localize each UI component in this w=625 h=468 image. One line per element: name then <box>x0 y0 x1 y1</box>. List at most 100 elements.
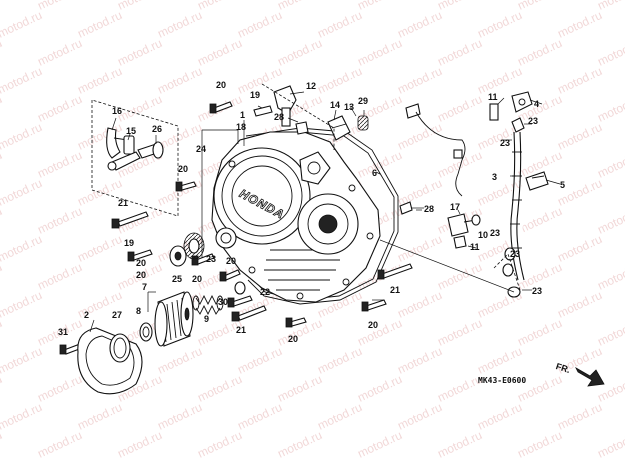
watermark-tile: motod.ru <box>0 232 44 265</box>
watermark-tile: motod.ru <box>475 400 524 433</box>
bolts-left <box>59 101 307 355</box>
callout-21-left: 21 <box>118 198 128 208</box>
oil-filter-group <box>77 291 224 395</box>
callout-5: 5 <box>560 180 565 190</box>
watermark-tile: motod.ru <box>555 8 604 41</box>
watermark-tile: motod.ru <box>35 204 84 237</box>
watermark-tile: motod.ru <box>435 36 484 69</box>
watermark-tile: motod.ru <box>0 0 4 13</box>
watermark-tile: motod.ru <box>0 120 44 153</box>
watermark-tile: motod.ru <box>75 8 124 41</box>
watermark-tile: motod.ru <box>395 8 444 41</box>
watermark-tile: motod.ru <box>555 288 604 321</box>
watermark-tile: motod.ru <box>515 428 564 461</box>
callout-20-left: 20 <box>178 164 188 174</box>
watermark-tile: motod.ru <box>595 316 625 349</box>
callout-1: 1 <box>240 110 245 120</box>
breather-tube-group <box>489 91 561 298</box>
watermark-tile: motod.ru <box>515 36 564 69</box>
watermark-tile: motod.ru <box>355 428 404 461</box>
watermark-tile: motod.ru <box>275 372 324 405</box>
watermark-tile: motod.ru <box>195 36 244 69</box>
callout-28-top: 28 <box>274 112 284 122</box>
watermark-tile: motod.ru <box>395 232 444 265</box>
watermark-tile: motod.ru <box>155 8 204 41</box>
watermark-tile: motod.ru <box>0 8 44 41</box>
callout-20-left-3: 20 <box>136 270 146 280</box>
watermark-tile: motod.ru <box>395 400 444 433</box>
watermark-tile: motod.ru <box>195 428 244 461</box>
callout-4: 4 <box>534 99 539 109</box>
callout-11-top: 11 <box>488 92 498 102</box>
watermark-tile: motod.ru <box>75 400 124 433</box>
watermark-tile: motod.ru <box>475 8 524 41</box>
watermark-tile: motod.ru <box>515 0 564 13</box>
watermark-tile: motod.ru <box>555 232 604 265</box>
watermark-tile: motod.ru <box>0 288 44 321</box>
clutch-lifter-group <box>91 99 179 217</box>
callout-23-center: 23 <box>206 254 216 264</box>
callout-13: 13 <box>344 102 354 112</box>
leader-gasket-to-tube <box>379 239 515 293</box>
watermark-tile: motod.ru <box>315 64 364 97</box>
callout-26: 26 <box>152 124 162 134</box>
watermark-tile: motod.ru <box>275 0 324 13</box>
callout-6: 6 <box>372 168 377 178</box>
watermark-tile: motod.ru <box>0 176 44 209</box>
callout-25: 25 <box>172 274 182 284</box>
watermark-tile: motod.ru <box>475 176 524 209</box>
watermark-tile: motod.ru <box>235 400 284 433</box>
callout-20-right: 20 <box>368 320 378 330</box>
diagram-code: MK43-E0600 <box>478 376 526 385</box>
watermark-tile: motod.ru <box>435 316 484 349</box>
watermark-tile: motod.ru <box>115 428 164 461</box>
watermark-tile: motod.ru <box>355 0 404 13</box>
watermark-tile: motod.ru <box>155 344 204 377</box>
watermark-tile: motod.ru <box>35 428 84 461</box>
watermark-tile: motod.ru <box>475 64 524 97</box>
front-direction-arrow <box>575 366 605 387</box>
callout-20-left-2: 20 <box>136 258 146 268</box>
callout-23-mid: 23 <box>490 228 500 238</box>
watermark-tile: motod.ru <box>35 260 84 293</box>
watermark-tile: motod.ru <box>355 36 404 69</box>
watermark-tile: motod.ru <box>275 428 324 461</box>
watermark-tile: motod.ru <box>315 400 364 433</box>
watermark-tile: motod.ru <box>395 176 444 209</box>
watermark-tile: motod.ru <box>275 36 324 69</box>
watermark-tile: motod.ru <box>75 232 124 265</box>
watermark-tile: motod.ru <box>155 64 204 97</box>
watermark-tile: motod.ru <box>475 344 524 377</box>
callout-21-right: 21 <box>390 285 400 295</box>
right-crankcase-cover <box>211 127 399 305</box>
watermark-tile: motod.ru <box>195 0 244 13</box>
callout-31: 31 <box>58 327 68 337</box>
callout-21-lower: 21 <box>236 325 246 335</box>
callout-19-top: 19 <box>250 90 260 100</box>
callout-16: 16 <box>112 106 122 116</box>
watermark-tile: motod.ru <box>555 400 604 433</box>
cable-holder-group <box>253 83 369 150</box>
callout-23-bottom: 23 <box>532 286 542 296</box>
callout-17: 17 <box>450 202 460 212</box>
watermark-tile: motod.ru <box>0 400 44 433</box>
watermark-tile: motod.ru <box>155 400 204 433</box>
watermark-tile: motod.ru <box>435 372 484 405</box>
watermark-tile: motod.ru <box>555 64 604 97</box>
watermark-tile: motod.ru <box>395 288 444 321</box>
callouts: 16 15 26 20 19 12 1 18 28 14 13 29 24 20… <box>58 80 565 344</box>
callout-14: 14 <box>330 100 340 110</box>
watermark-tile: motod.ru <box>75 176 124 209</box>
watermark-tile: motod.ru <box>35 36 84 69</box>
callout-8: 8 <box>136 306 141 316</box>
callout-10: 10 <box>478 230 488 240</box>
watermark-tile: motod.ru <box>595 428 625 461</box>
watermark-tile: motod.ru <box>35 92 84 125</box>
watermark-tile: motod.ru <box>435 92 484 125</box>
callout-20-top: 20 <box>216 80 226 90</box>
watermark-tile: motod.ru <box>0 344 44 377</box>
watermark-tile: motod.ru <box>515 316 564 349</box>
callout-28-right: 28 <box>424 204 434 214</box>
